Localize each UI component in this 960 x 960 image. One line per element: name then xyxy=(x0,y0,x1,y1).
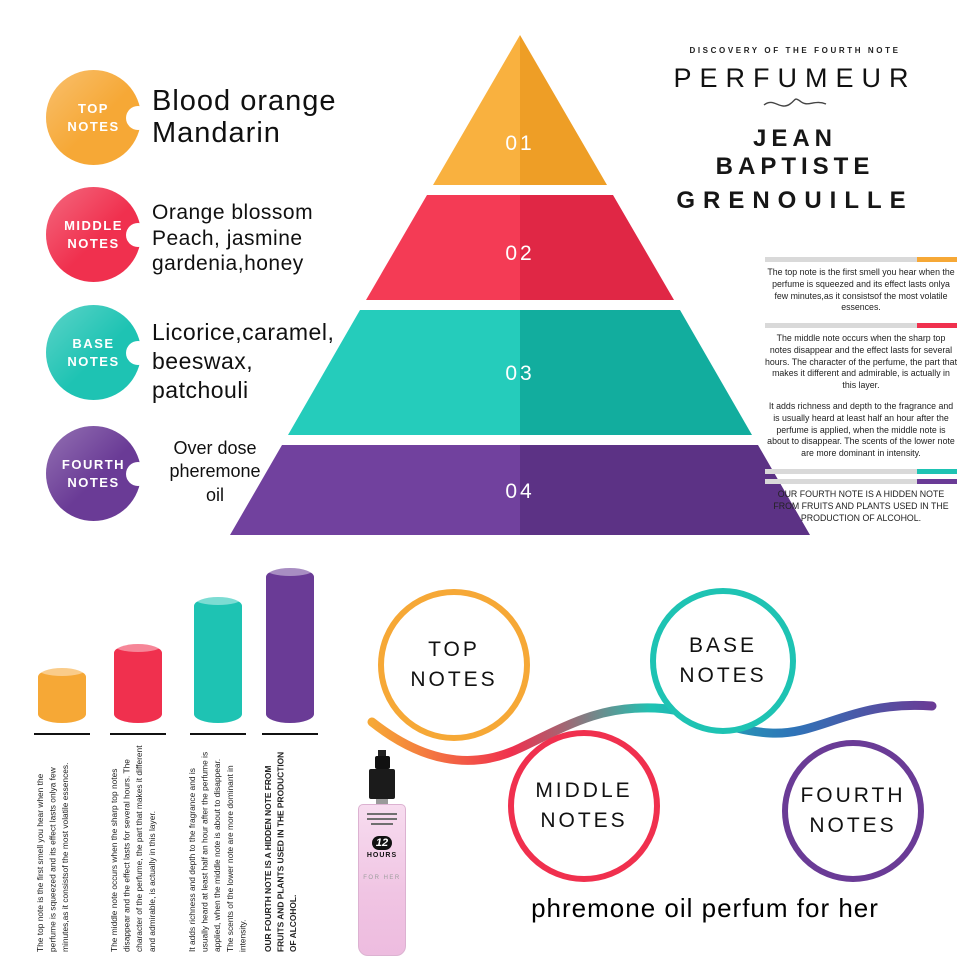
pyramid-layer-04-left xyxy=(230,445,520,535)
progress-bar-fourth xyxy=(765,478,957,484)
cylinder-middle-notes xyxy=(114,639,162,723)
footer-caption: phremone oil perfum for her xyxy=(531,893,879,923)
brand-name: PERFUMEUR xyxy=(673,63,917,93)
progress-bar-top xyxy=(765,257,957,262)
circle-base-notes-label: BASE NOTES xyxy=(679,633,767,687)
vertical-text-fourth-note: OUR FOURTH NOTE IS A HIDDEN NOTE FROM FR… xyxy=(263,751,299,952)
vial-body: 12 HOURS FOR HER xyxy=(358,804,406,956)
fourth-notes-badge: FOURTH NOTES xyxy=(46,426,141,521)
pyramid-layer-04-right xyxy=(520,445,810,535)
top-notes-badge-label: TOP NOTES xyxy=(67,100,120,134)
vertical-text-top-note: The top note is the first smell you hear… xyxy=(35,762,71,952)
progress-fill-top xyxy=(917,257,957,262)
author-line-2: GRENOUILLE xyxy=(676,187,914,214)
vial-hours-number: 12 xyxy=(371,836,393,850)
vial-label-line xyxy=(367,813,397,815)
fourth-note-description: OUR FOURTH NOTE IS A HIDDEN NOTE FROM FR… xyxy=(773,488,949,523)
middle-notes-badge-label: MIDDLE NOTES xyxy=(64,217,123,251)
vial-hours-word: HOURS xyxy=(366,852,398,859)
cylinder-base-notes xyxy=(194,592,242,723)
vial-neck xyxy=(376,799,388,804)
cylinder-top-notes xyxy=(38,663,86,723)
vial-cap xyxy=(369,769,395,799)
circle-top-notes: TOP NOTES xyxy=(378,589,530,741)
middle-note-description: The middle note occurs when the sharp to… xyxy=(765,333,958,391)
vertical-text-middle-note: The middle note occurs when the sharp to… xyxy=(109,745,157,952)
circle-fourth-notes-label: FOURTH NOTES xyxy=(800,783,906,837)
circle-fourth-notes: FOURTH NOTES xyxy=(782,740,924,882)
author-line-1: JEAN BAPTISTE xyxy=(715,125,875,180)
pyramid-number-04: 04 xyxy=(505,480,535,503)
cylinder-baseline-fourth xyxy=(262,733,318,735)
middle-notes-badge: MIDDLE NOTES xyxy=(46,187,141,282)
vial-label-line xyxy=(371,823,393,825)
vial-hours-logo: 12 HOURS xyxy=(359,833,405,859)
descriptions-column: The top note is the first smell you hear… xyxy=(765,252,957,533)
cylinder-fourth-notes xyxy=(266,563,314,723)
progress-fill-base xyxy=(917,468,957,474)
circle-top-notes-label: TOP NOTES xyxy=(410,637,498,691)
base-notes-badge-label: BASE NOTES xyxy=(67,335,120,369)
pyramid-number-02: 02 xyxy=(505,242,535,265)
progress-fill-fourth xyxy=(917,478,957,484)
cylinder-baseline-top xyxy=(34,733,90,735)
brand-header: DISCOVERY OF THE FOURTH NOTE PERFUMEUR J… xyxy=(672,46,918,215)
cylinder-baseline-base xyxy=(190,733,246,735)
progress-fill-middle xyxy=(917,323,957,329)
top-notes-badge: TOP NOTES xyxy=(46,70,141,165)
middle-notes-ingredients: Orange blossom Peach, jasmine gardenia,h… xyxy=(152,201,314,276)
vertical-text-base-note: It adds richness and depth to the fragra… xyxy=(187,751,248,952)
top-notes-ingredients: Blood orange Mandarin xyxy=(152,85,337,150)
vial-for-her-label: FOR HER xyxy=(363,875,401,881)
circle-base-notes: BASE NOTES xyxy=(650,588,796,734)
perfume-vial: 12 HOURS FOR HER xyxy=(352,750,412,958)
brand-tagline: DISCOVERY OF THE FOURTH NOTE xyxy=(689,46,901,55)
pyramid-number-01: 01 xyxy=(505,132,535,155)
fourth-notes-ingredients: Over dose pheremone oil xyxy=(169,438,261,505)
circle-middle-notes: MIDDLE NOTES xyxy=(508,730,660,882)
ornament-squiggle-icon xyxy=(672,96,918,117)
fragrance-pyramid: 01 02 03 04 xyxy=(225,30,815,540)
fourth-notes-badge-label: FOURTH NOTES xyxy=(61,456,126,490)
top-note-description: The top note is the first smell you hear… xyxy=(767,267,955,313)
circle-middle-notes-label: MIDDLE NOTES xyxy=(535,778,633,832)
vial-label-line xyxy=(367,818,397,820)
base-note-description: It adds richness and depth to the fragra… xyxy=(767,401,955,459)
vial-nozzle xyxy=(374,756,390,769)
progress-bar-base xyxy=(765,468,957,474)
pyramid-number-03: 03 xyxy=(505,362,535,385)
base-notes-ingredients: Licorice,caramel, beeswax, patchouli xyxy=(152,319,335,403)
progress-bar-middle xyxy=(765,323,957,329)
base-notes-badge: BASE NOTES xyxy=(46,305,141,400)
cylinder-baseline-middle xyxy=(110,733,166,735)
